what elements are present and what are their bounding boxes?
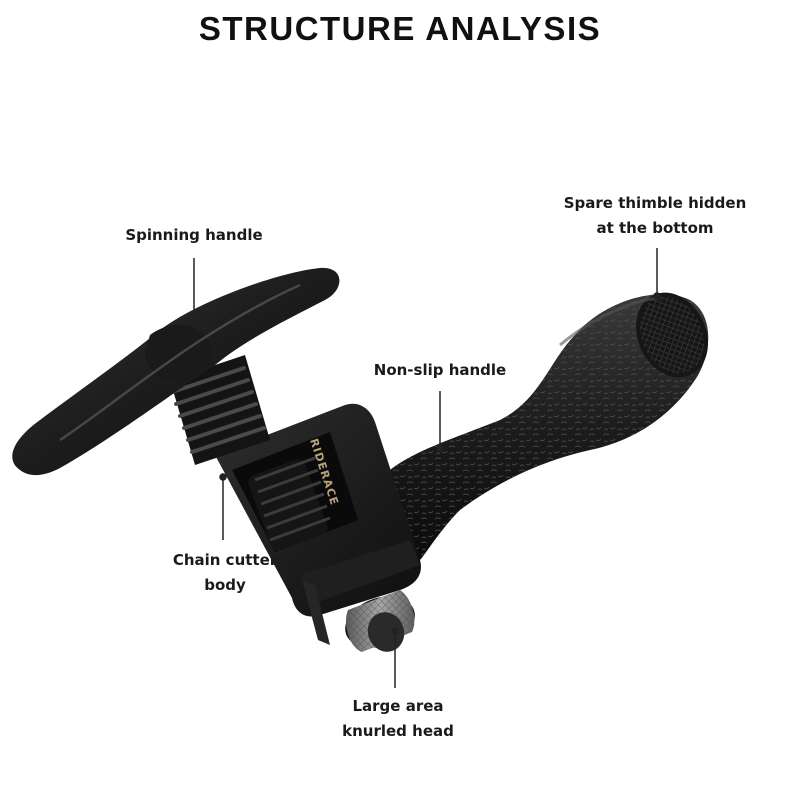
callout-knurled-head: Large area knurled head	[298, 694, 498, 744]
callout-spinning-handle: Spinning handle	[94, 223, 294, 248]
callout-spare-thimble-line-1: Spare thimble hidden	[563, 194, 747, 212]
callout-chain-cutter-body-line-1: Chain cutter	[172, 551, 278, 569]
non-slip-grip	[380, 292, 709, 560]
callout-spare-thimble-line-2: at the bottom	[596, 219, 714, 237]
spring-shaft	[170, 355, 270, 465]
leader-lines	[190, 248, 661, 688]
callout-non-slip-handle: Non-slip handle	[340, 358, 540, 383]
spinning-t-handle	[12, 267, 340, 476]
dot-knurled-head	[391, 627, 399, 635]
dot-chain-cutter-body	[219, 473, 227, 481]
callout-knurled-head-line-1: Large area	[352, 697, 444, 715]
dot-spare-thimble	[653, 292, 661, 300]
page-title: STRUCTURE ANALYSIS	[198, 10, 602, 47]
callout-spinning-handle-line-1: Spinning handle	[125, 226, 263, 244]
callout-chain-cutter-body-line-2: body	[204, 576, 246, 594]
callout-knurled-head-line-2: knurled head	[342, 722, 454, 740]
callout-non-slip-handle-line-1: Non-slip handle	[373, 361, 507, 379]
dot-non-slip-handle	[436, 444, 444, 452]
screw-thread	[248, 456, 331, 551]
callout-chain-cutter-body: Chain cutter body	[135, 548, 315, 598]
dot-spinning-handle	[190, 310, 198, 318]
callout-spare-thimble: Spare thimble hidden at the bottom	[545, 191, 765, 241]
chain-cutter-body-shape: RIDERACE	[215, 403, 421, 645]
